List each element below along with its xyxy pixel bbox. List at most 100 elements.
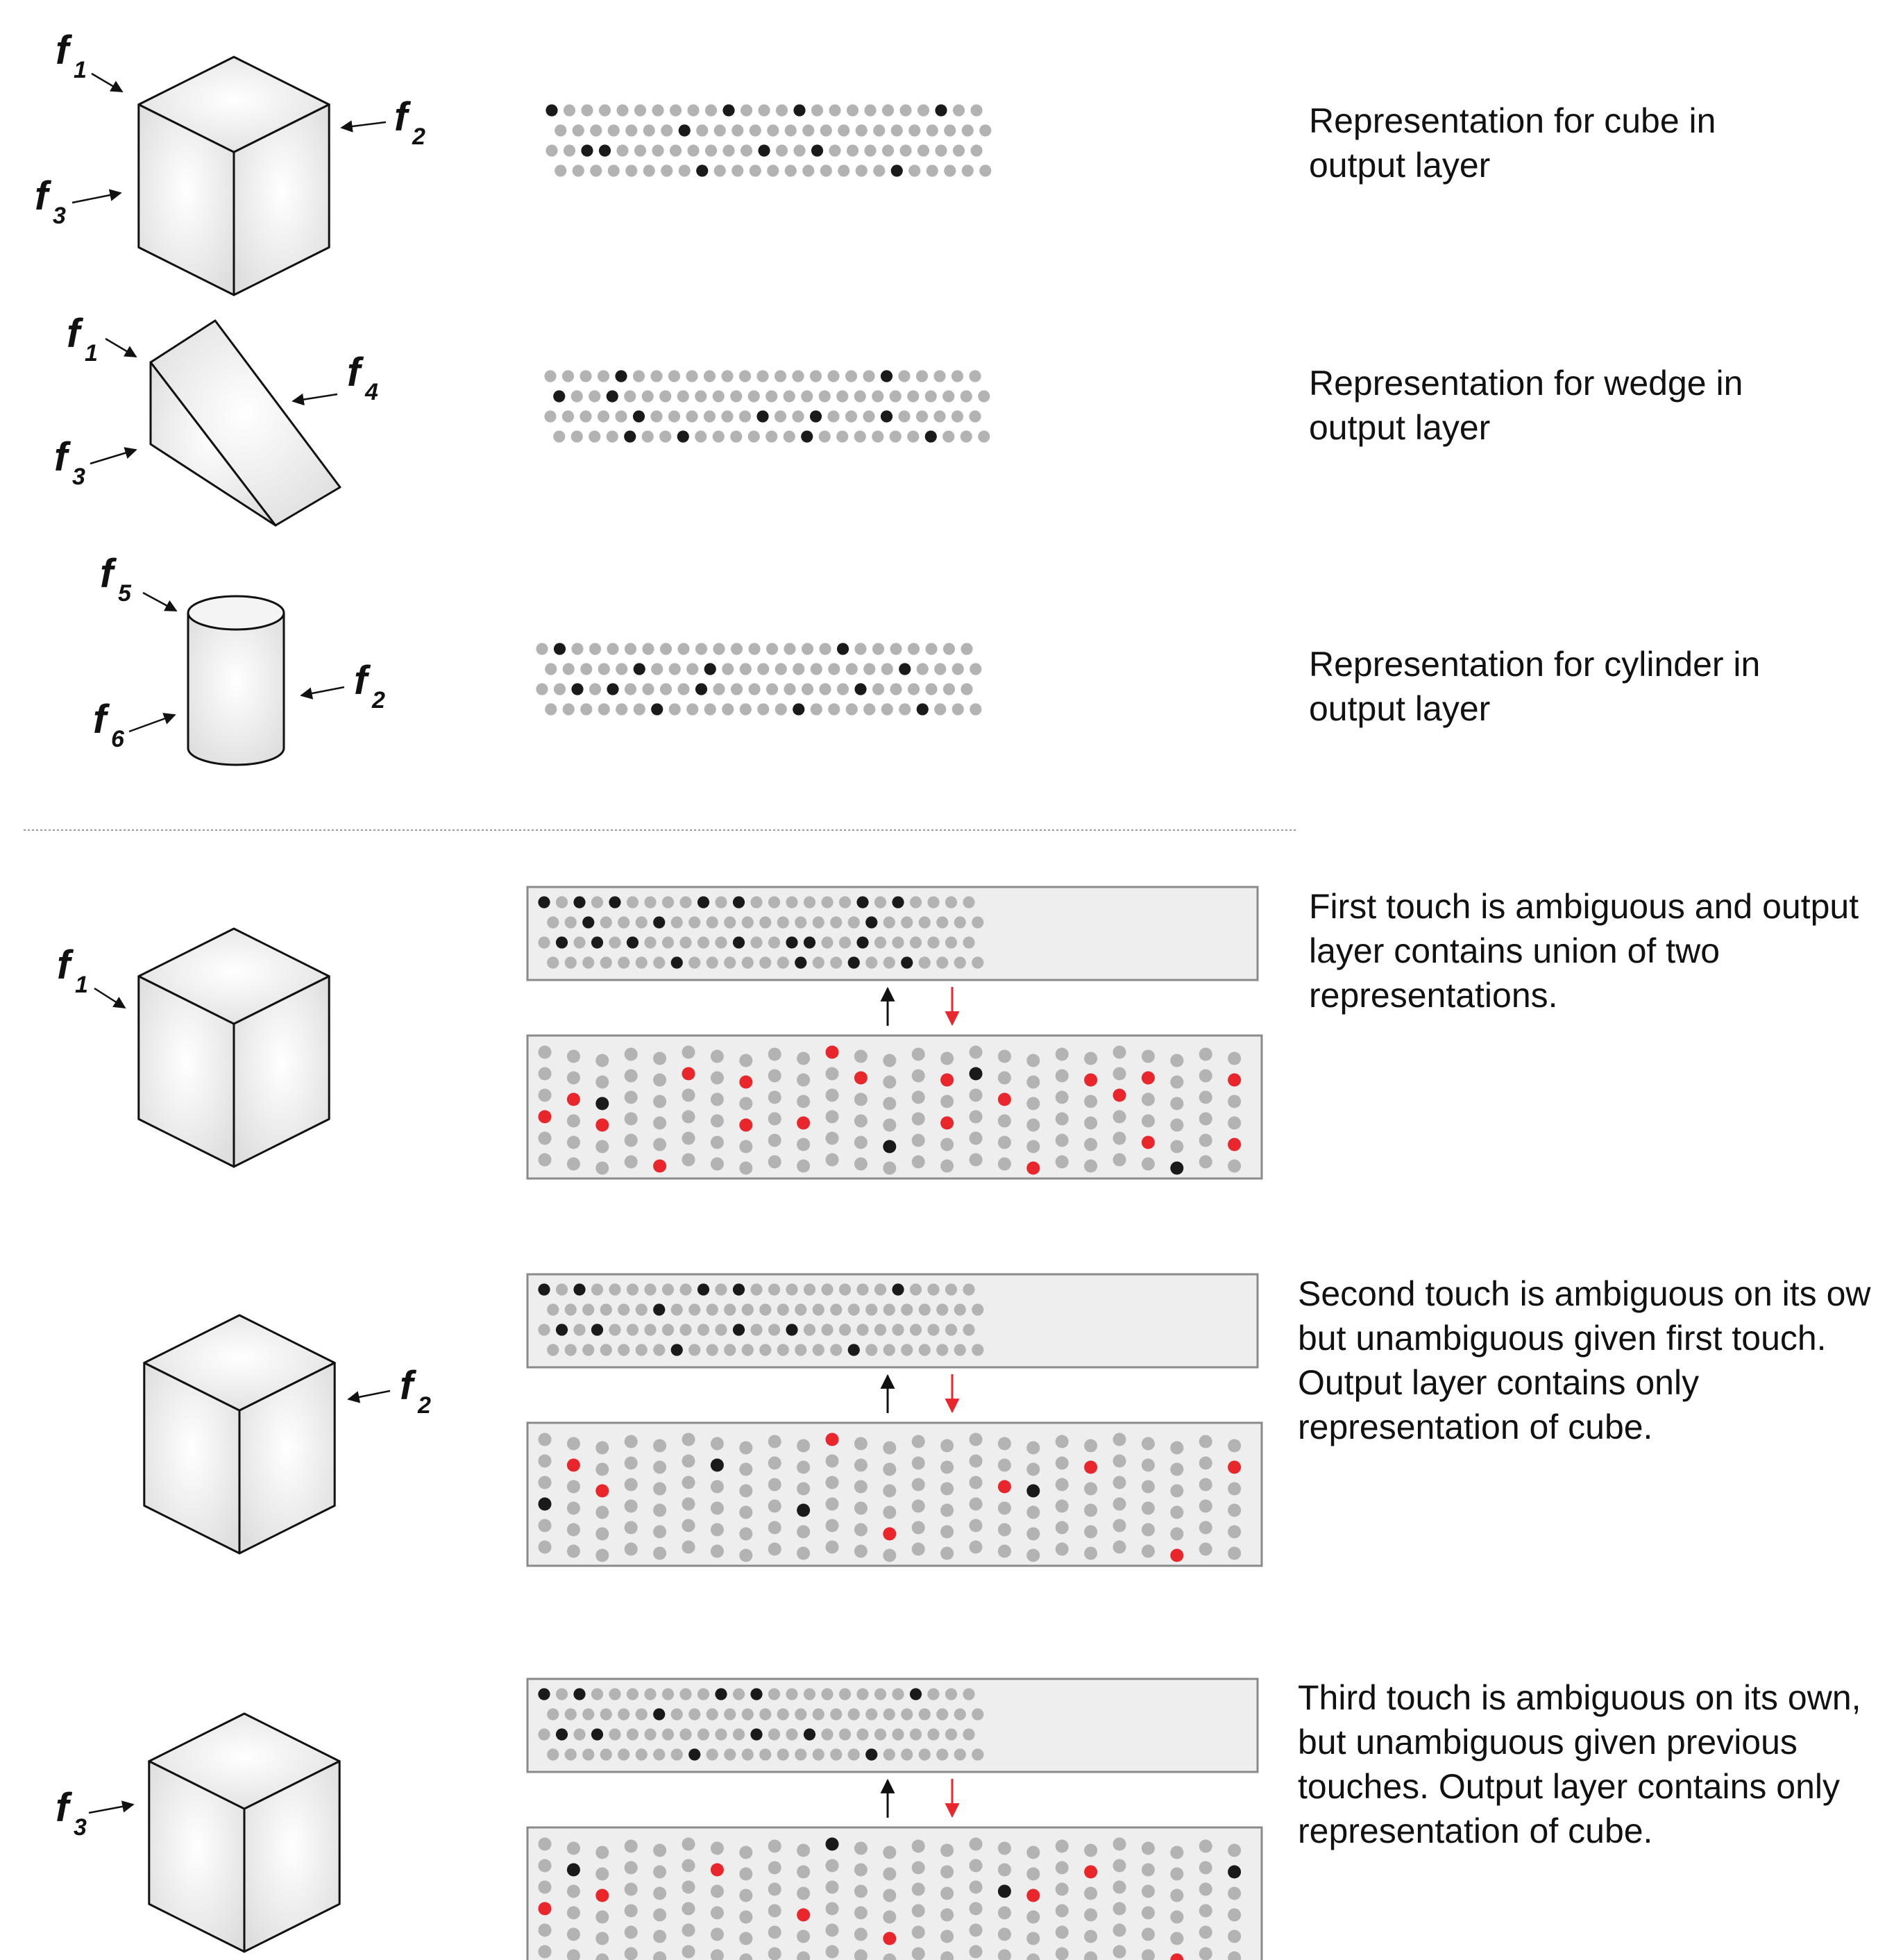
- inactive-cell: [616, 703, 628, 716]
- active-cell: [606, 390, 618, 403]
- inactive-cell: [864, 144, 877, 157]
- inactive-cell: [661, 1728, 675, 1741]
- active-cell: [670, 1344, 683, 1356]
- inactive-cell: [836, 430, 849, 443]
- inactive-cell: [1141, 1949, 1155, 1960]
- inactive-cell: [687, 144, 700, 157]
- inactive-cell: [856, 1728, 869, 1741]
- caption-line: First touch is ambiguous and output: [1309, 887, 1859, 926]
- inactive-cell: [706, 1708, 718, 1721]
- inactive-cell: [750, 896, 763, 909]
- inactive-cell: [600, 1344, 612, 1356]
- predicted-cell: [1084, 1073, 1098, 1087]
- inactive-cell: [538, 1088, 552, 1102]
- inactive-cell: [845, 370, 858, 382]
- inactive-cell: [797, 1929, 811, 1943]
- inactive-cell: [688, 1344, 701, 1356]
- inactive-cell: [825, 1497, 839, 1511]
- cylinder-top: [187, 595, 285, 631]
- inactive-cell: [739, 1527, 753, 1541]
- inactive-cell: [865, 956, 878, 969]
- inactive-cell: [740, 104, 753, 117]
- inactive-cell: [704, 144, 718, 157]
- inactive-cell: [883, 1708, 895, 1721]
- active-cell: [825, 1837, 839, 1851]
- inactive-cell: [580, 703, 593, 716]
- active-cell: [653, 1303, 666, 1316]
- inactive-cell: [883, 1889, 897, 1902]
- inactive-cell: [566, 1071, 580, 1085]
- inactive-cell: [1228, 1051, 1242, 1065]
- inactive-cell: [1084, 1843, 1098, 1857]
- inactive-cell: [635, 1303, 648, 1316]
- inactive-cell: [1170, 1140, 1184, 1154]
- inactive-cell: [786, 1688, 798, 1700]
- touch1-output-layer: [538, 896, 984, 969]
- inactive-cell: [969, 1923, 983, 1937]
- inactive-cell: [812, 1748, 824, 1761]
- active-cell: [573, 896, 586, 909]
- inactive-cell: [908, 164, 921, 177]
- inactive-cell: [571, 643, 584, 655]
- inactive-cell: [661, 164, 673, 177]
- inactive-cell: [1199, 1904, 1212, 1918]
- inactive-cell: [538, 1540, 552, 1554]
- inactive-cell: [739, 1889, 753, 1902]
- inactive-cell: [830, 1303, 843, 1316]
- active-cell: [626, 936, 639, 949]
- inactive-cell: [1055, 1047, 1069, 1061]
- active-cell: [847, 1344, 860, 1356]
- inactive-cell: [952, 703, 964, 716]
- inactive-cell: [883, 1845, 897, 1859]
- inactive-cell: [907, 390, 920, 403]
- feature-arrow: [90, 447, 137, 465]
- inactive-cell: [1199, 1839, 1212, 1853]
- predicted-cell: [710, 1863, 724, 1877]
- inactive-cell: [634, 104, 647, 117]
- inactive-cell: [863, 410, 875, 423]
- inactive-cell: [963, 1688, 975, 1700]
- active-cell: [697, 896, 710, 909]
- inactive-cell: [566, 1049, 580, 1063]
- inactive-cell: [759, 956, 772, 969]
- inactive-cell: [748, 643, 761, 655]
- inactive-cell: [747, 430, 760, 443]
- inactive-cell: [682, 1476, 695, 1489]
- inactive-cell: [933, 370, 946, 382]
- wedge-side-face: [149, 361, 277, 527]
- inactive-cell: [710, 1157, 724, 1171]
- inactive-cell: [653, 1116, 667, 1130]
- inactive-cell: [797, 1439, 811, 1453]
- predicted-cell: [997, 1092, 1011, 1106]
- inactive-cell: [644, 1324, 657, 1336]
- inactive-cell: [825, 1945, 839, 1959]
- active-cell: [545, 104, 558, 117]
- inactive-cell: [969, 1519, 983, 1532]
- inactive-cell: [854, 390, 866, 403]
- inactive-cell: [589, 643, 602, 655]
- inactive-cell: [997, 1523, 1011, 1537]
- active-cell: [653, 1708, 666, 1721]
- inactive-cell: [741, 1748, 754, 1761]
- inactive-cell: [713, 124, 726, 137]
- inactive-cell: [936, 1303, 949, 1316]
- cube-shape: [137, 56, 330, 296]
- inactive-cell: [595, 1462, 609, 1476]
- caption-line: Output layer contains only: [1298, 1363, 1700, 1402]
- inactive-cell: [573, 936, 586, 949]
- inactive-cell: [969, 1045, 983, 1059]
- inactive-cell: [682, 1131, 695, 1145]
- inactive-cell: [704, 703, 716, 716]
- caption-line: Representation for cylinder in: [1309, 645, 1761, 684]
- inactive-cell: [874, 936, 887, 949]
- inactive-cell: [653, 1908, 667, 1922]
- inactive-cell: [595, 1548, 609, 1562]
- inactive-cell: [845, 410, 858, 423]
- inactive-cell: [607, 124, 620, 137]
- inactive-cell: [563, 104, 576, 117]
- inactive-cell: [856, 1283, 869, 1296]
- inactive-cell: [547, 1748, 559, 1761]
